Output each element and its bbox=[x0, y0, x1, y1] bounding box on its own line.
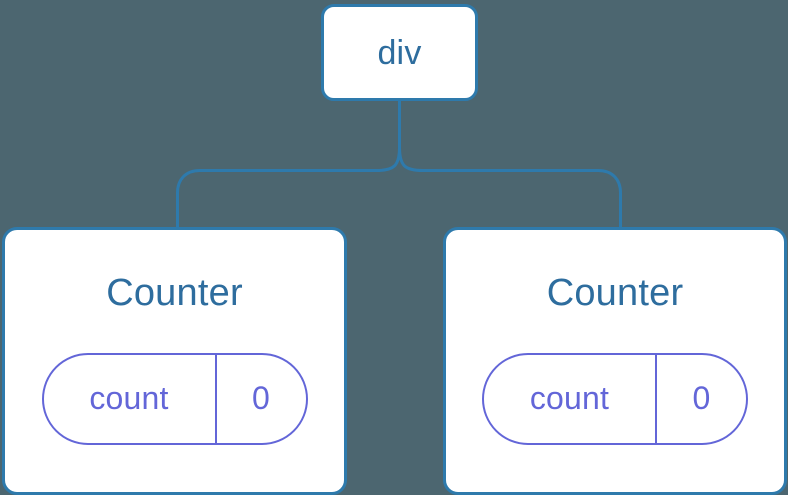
state-value-label: 0 bbox=[692, 380, 711, 416]
tree-node-counter-left[interactable]: Counter count 0 bbox=[2, 227, 347, 495]
connector-branch-left bbox=[176, 146, 401, 228]
component-title: Counter bbox=[546, 272, 684, 314]
state-value-label: 0 bbox=[252, 380, 270, 416]
connector-branch-right bbox=[398, 146, 622, 228]
tree-node-counter-right[interactable]: Counter count 0 bbox=[443, 227, 787, 495]
component-title: Counter bbox=[106, 272, 243, 314]
state-pill: count 0 bbox=[482, 353, 748, 445]
state-key-label: count bbox=[484, 355, 657, 443]
root-node-label: div bbox=[377, 33, 422, 72]
tree-node-root-div[interactable]: div bbox=[321, 4, 478, 101]
state-key-label: count bbox=[44, 355, 217, 443]
state-pill: count 0 bbox=[41, 353, 308, 445]
